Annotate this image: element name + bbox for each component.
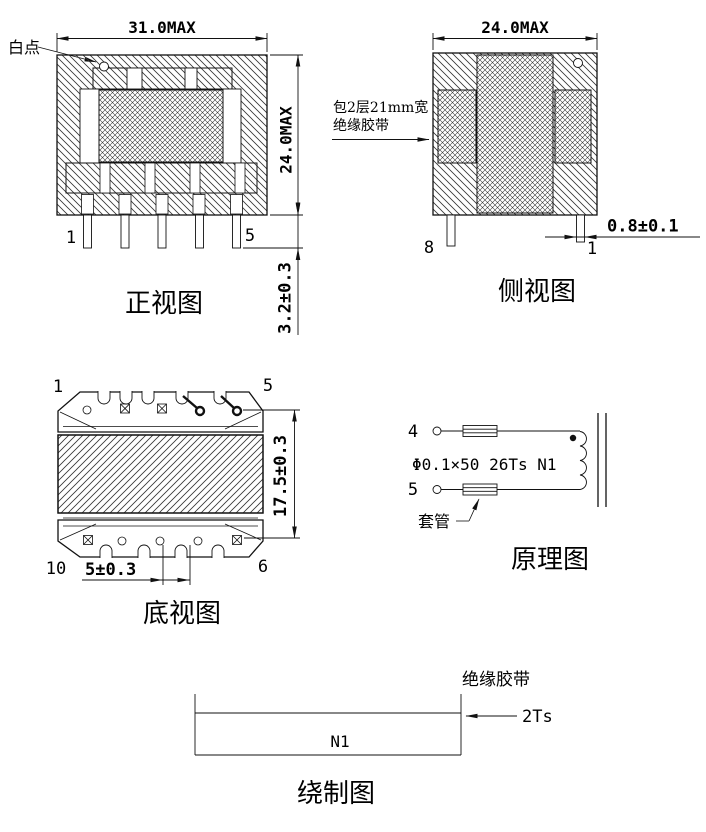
bottom-view: 1 5 10 6 [46,376,300,629]
sleeve-symbol [462,483,498,496]
side-view: 24.0MAX 8 1 0.8±0.1 包2层21mm宽 绝缘胶带 侧视图 [332,18,700,307]
side-winding-left-crosshatch [437,89,477,164]
flange-bevel [59,411,97,430]
side-winding-right-crosshatch [554,89,592,164]
pin-slot [192,194,206,215]
winding-crosshatch [98,89,224,163]
schematic-view: 4 Φ0.1×50 26Ts N1 5 套管 原理图 [408,413,607,575]
row-spacing-dimension: 17.5±0.3 [271,435,291,517]
base-window [144,162,156,194]
pin-hole [193,536,203,546]
terminal-number: 4 [408,422,418,442]
pin-notch [99,544,113,558]
flange-bevel [224,523,262,541]
pin-notch [137,544,151,558]
pin-notch [213,391,227,405]
pin-hole [82,405,92,415]
pin-notch [211,544,225,558]
corner-pin-number: 1 [53,377,63,397]
winding-spec: Φ0.1×50 26Ts N1 [412,455,557,474]
tape-label: 绝缘胶带 [462,670,530,690]
tape-note-line1: 包2层21mm宽 [333,99,428,116]
schematic-title: 原理图 [511,545,589,575]
top-band-hatch [92,67,233,90]
pin [83,214,92,249]
pin-width-dimension: 0.8±0.1 [607,217,679,237]
band-window [126,67,143,90]
winding-label: N1 [330,732,349,751]
lead-wire [220,395,235,409]
pin-length-dimension: 3.2±0.3 [276,262,296,334]
polarity-mark [157,403,167,414]
pin-slot [155,194,169,215]
pin-notch [141,391,155,405]
winding-view: N1 绝缘胶带 2Ts 绕制图 [194,670,553,809]
winding-title: 绕制图 [297,779,375,809]
side-view-title: 侧视图 [498,277,576,307]
pin [120,214,130,249]
polarity-dot [569,434,577,442]
terminal-number: 5 [408,480,418,500]
leader-arrow [468,498,480,522]
pin-slot [81,194,94,215]
coil-symbol [579,431,587,490]
terminal-circle [432,426,442,436]
polarity-mark [120,403,130,414]
flange-bevel [224,411,262,430]
pin-slot [118,194,132,215]
pin-hole [155,536,165,546]
pin-number: 8 [424,238,434,258]
base-window [99,162,111,194]
pin [446,214,456,247]
pin-number: 5 [245,226,255,246]
pitch-dimension: 5±0.3 [85,560,136,580]
pin-slot [230,194,243,215]
base-window [234,162,246,194]
front-width-dimension: 31.0MAX [128,18,196,37]
pin-notch [119,391,133,405]
pin-number: 1 [66,228,76,248]
pin [195,214,204,249]
tape-note-line2: 绝缘胶带 [333,117,389,134]
pin-notch [174,544,188,558]
corner-pin-number: 10 [46,559,66,579]
white-dot-label: 白点 [8,38,40,57]
band-window [184,67,198,90]
pin-number: 1 [587,239,597,259]
base-window [189,162,201,194]
corner-pin-number: 6 [258,557,268,577]
front-view: 31.0MAX 白点 1 5 [8,18,303,335]
lead-wire [182,395,198,409]
polarity-mark [232,535,242,545]
bobbin-gap [79,88,100,164]
wire-terminal [231,405,243,417]
bobbin-gap [222,88,242,164]
core-band-hatch [57,434,264,514]
corner-pin-number: 5 [263,376,273,396]
center-column-crosshatch [476,54,554,214]
pin-notch [97,391,111,405]
top-flange [57,391,264,433]
front-view-title: 正视图 [125,289,203,319]
wire-terminal [194,405,206,417]
front-height-dimension: 24.0MAX [277,106,296,174]
terminal-circle [432,485,442,494]
flange-bevel [59,523,97,541]
tape-turns: 2Ts [522,707,553,727]
pin [576,214,585,243]
base-band-hatch [65,162,258,194]
pin [232,214,241,249]
white-dot-mark [99,61,109,72]
pin [157,214,167,249]
corner-hole [573,58,583,68]
polarity-mark [83,535,93,545]
pin-hole [117,536,127,546]
side-width-dimension: 24.0MAX [481,18,549,37]
bottom-view-title: 底视图 [143,599,221,629]
sleeve-symbol [462,425,498,437]
sleeve-label: 套管 [418,512,450,531]
